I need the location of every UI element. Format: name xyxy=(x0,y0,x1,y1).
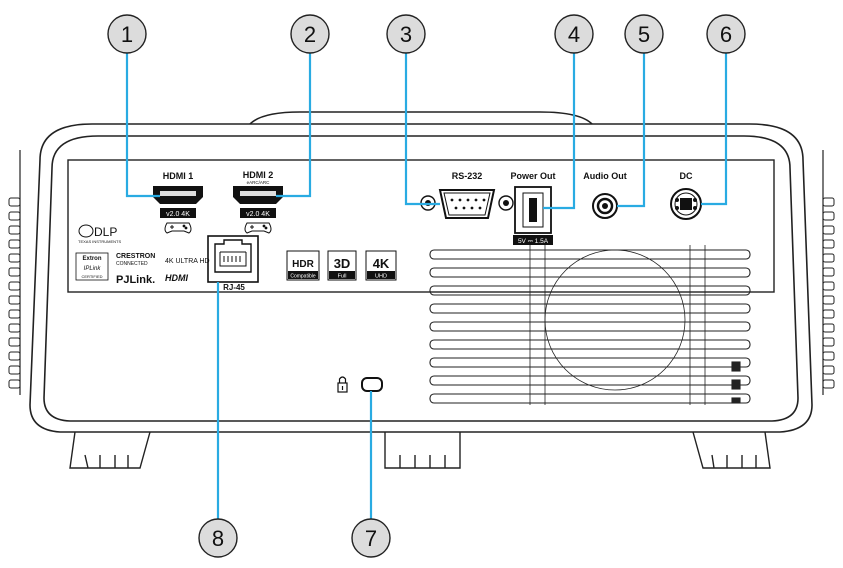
hdmi2-label: HDMI 2 xyxy=(243,170,274,180)
side-vent-left xyxy=(8,197,21,389)
hdmi1-label: HDMI 1 xyxy=(163,171,194,181)
rs232-port: RS-232 xyxy=(420,171,514,219)
extron-iplink: IPLink xyxy=(84,266,102,272)
lock-slot xyxy=(361,377,383,392)
dc-label: DC xyxy=(680,171,693,181)
callout-line-5 xyxy=(617,53,646,208)
callout-number: 1 xyxy=(121,22,133,47)
vent-grille xyxy=(429,245,751,405)
crestron-sub: CONNECTED xyxy=(116,261,148,267)
logos: DLP TEXAS INSTRUMENTS Extron IPLink CERT… xyxy=(75,224,397,286)
hdr-text: HDR xyxy=(292,259,314,270)
4k-text: 4K xyxy=(373,256,390,271)
power-out-rating: 5V ⎓ 1.5A xyxy=(518,238,549,245)
projector-feet xyxy=(69,431,771,469)
callout-6: 6 xyxy=(706,14,746,54)
kensington-lock xyxy=(337,376,383,393)
power-out-label: Power Out xyxy=(510,171,555,181)
callout-lines xyxy=(125,53,728,520)
callout-4: 4 xyxy=(554,14,594,54)
callout-line-3 xyxy=(404,53,440,206)
hdmi-logo: HDMI xyxy=(165,273,188,283)
side-vent-right xyxy=(822,197,835,389)
gamepad-icon xyxy=(164,222,192,234)
4k-sub: UHD xyxy=(375,274,387,280)
callout-5: 5 xyxy=(624,14,664,54)
dc-port: DC xyxy=(670,171,702,220)
callout-line-6 xyxy=(701,53,728,206)
extron-logo: Extron IPLink CERTIFIED xyxy=(75,252,109,281)
hdmi2-port: HDMI 2 eARC/ARC v2.0 4K xyxy=(233,170,283,234)
audio-out-label: Audio Out xyxy=(583,171,627,181)
hdr-sub: Compatible xyxy=(290,274,316,280)
callout-1: 1 xyxy=(107,14,147,54)
hdmi2-version: v2.0 4K xyxy=(246,211,270,218)
callout-number: 8 xyxy=(212,526,224,551)
io-panel xyxy=(67,159,775,293)
callout-8: 8 xyxy=(198,518,238,558)
callout-number: 3 xyxy=(400,22,412,47)
dlp-logo: DLP TEXAS INSTRUMENTS xyxy=(78,224,121,244)
callout-number: 6 xyxy=(720,22,732,47)
power-out-text: Power Out xyxy=(510,171,555,181)
dlp-sub: TEXAS INSTRUMENTS xyxy=(78,239,121,244)
extron-text: Extron xyxy=(82,256,101,262)
callout-number: 5 xyxy=(638,22,650,47)
dlp-text: DLP xyxy=(94,225,117,239)
ultrahd-logo: 4K ULTRA HD xyxy=(165,258,210,265)
callout-line-2 xyxy=(276,53,312,198)
4k-badge: 4K UHD xyxy=(365,250,397,281)
rj45-label: RJ-45 xyxy=(223,283,245,292)
crestron-logo: CRESTRON CONNECTED xyxy=(116,253,155,267)
rj45-port: RJ-45 xyxy=(207,235,259,292)
rs232-label: RS-232 xyxy=(452,171,483,181)
3d-sub: Full xyxy=(338,274,347,280)
gamepad-icon xyxy=(244,222,272,234)
callout-2: 2 xyxy=(290,14,330,54)
callout-7: 7 xyxy=(351,518,391,558)
pjlink-logo: PJLink. xyxy=(116,274,155,286)
crestron-text: CRESTRON xyxy=(116,253,155,260)
hdmi2-arc-label: eARC/ARC xyxy=(247,180,271,185)
extron-cert: CERTIFIED xyxy=(81,274,102,279)
callout-number: 7 xyxy=(365,526,377,551)
callout-number: 4 xyxy=(568,22,580,47)
callouts: 1 2 3 4 5 6 7 8 xyxy=(107,14,746,558)
callout-line-1 xyxy=(125,53,160,198)
hdmi1-version: v2.0 4K xyxy=(166,211,190,218)
power-out-port: Power Out 5V ⎓ 1.5A xyxy=(510,171,556,245)
3d-text: 3D xyxy=(334,256,351,271)
callout-line-4 xyxy=(543,53,576,210)
lock-icon xyxy=(337,376,348,393)
3d-badge: 3D Full xyxy=(327,250,357,281)
callout-number: 2 xyxy=(304,22,316,47)
hdr-badge: HDR Compatible xyxy=(286,250,320,281)
audio-out-port: Audio Out xyxy=(583,171,627,219)
callout-3: 3 xyxy=(386,14,426,54)
hdmi1-port: HDMI 1 v2.0 4K xyxy=(153,171,203,234)
